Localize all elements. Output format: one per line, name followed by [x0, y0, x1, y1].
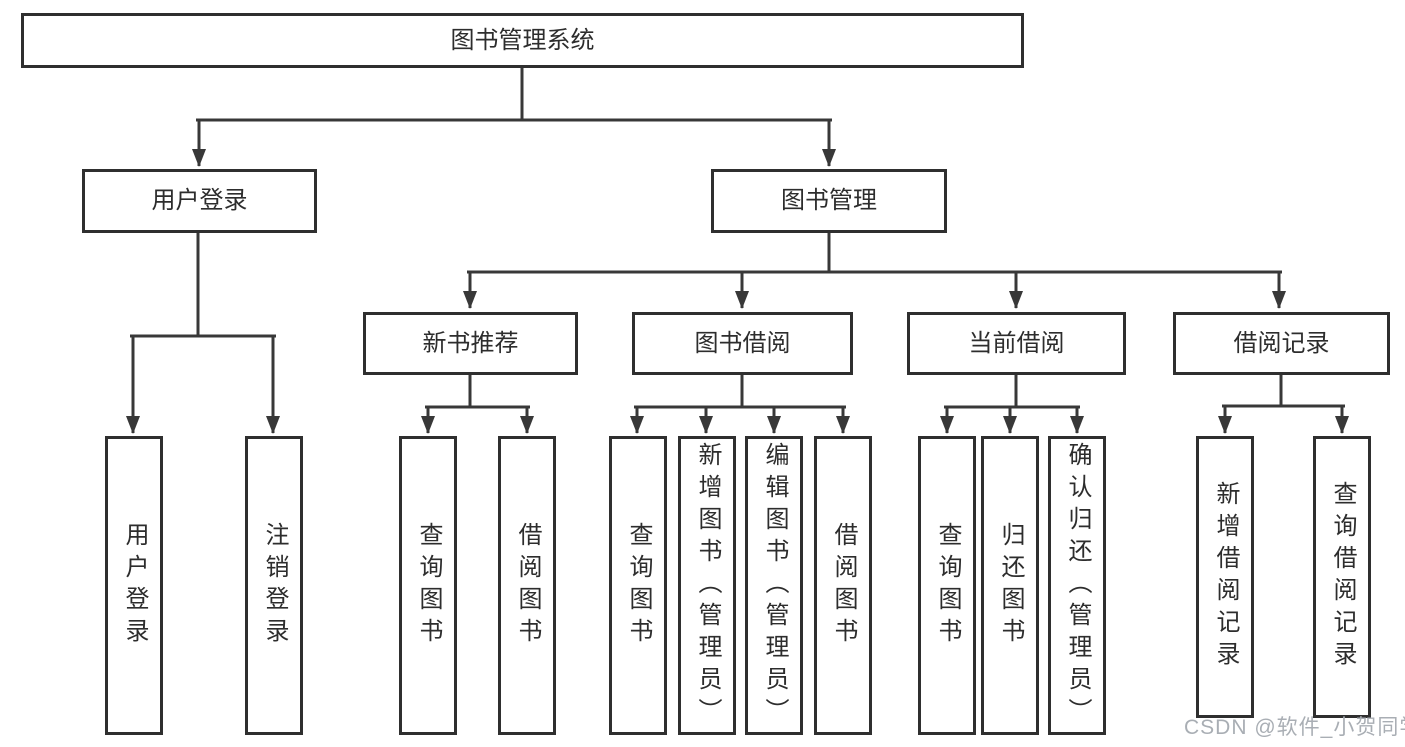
leaf-rec-borrow-book: 借阅图书	[498, 436, 556, 735]
leaf-user-login: 用户登录	[105, 436, 163, 735]
node-current-borrow-label: 当前借阅	[968, 329, 1065, 357]
leaf-bor-borrow-book-label: 借阅图书	[830, 521, 857, 650]
connector-borrow-records-children	[1218, 375, 1349, 434]
connector-root-to-level2	[192, 66, 836, 167]
node-borrow-records-label: 借阅记录	[1233, 329, 1330, 357]
leaf-bor-add-book: 新增图书（管理员）	[678, 436, 736, 735]
connector-book-mgmt-to-level3	[463, 233, 1286, 309]
leaf-bor-edit-book-label: 编辑图书（管理员）	[761, 441, 788, 730]
leaf-rec-query-book: 查询图书	[399, 436, 457, 735]
leaf-cur-query-book: 查询图书	[918, 436, 976, 735]
csdn-watermark: CSDN @软件_小贺同学	[1184, 716, 1405, 739]
leaf-cur-return-book-label: 归还图书	[997, 521, 1024, 650]
leaf-add-borrow-record-label: 新增借阅记录	[1212, 481, 1239, 673]
node-new-book-rec-label: 新书推荐	[422, 329, 519, 357]
node-book-borrow-label: 图书借阅	[694, 329, 791, 357]
leaf-cur-return-book: 归还图书	[981, 436, 1039, 735]
leaf-rec-query-book-label: 查询图书	[415, 521, 442, 650]
leaf-rec-borrow-book-label: 借阅图书	[514, 521, 541, 650]
connector-user-login-children	[126, 233, 280, 434]
node-book-mgmt-label: 图书管理	[781, 187, 877, 214]
leaf-bor-query-book: 查询图书	[609, 436, 667, 735]
node-user-login-label: 用户登录	[151, 187, 248, 214]
node-new-book-rec: 新书推荐	[363, 312, 578, 375]
connector-new-book-rec-children	[421, 375, 534, 434]
leaf-logout-label: 注销登录	[261, 521, 288, 650]
node-book-borrow: 图书借阅	[632, 312, 853, 375]
leaf-cur-query-book-label: 查询图书	[934, 521, 961, 650]
node-root-label: 图书管理系统	[450, 26, 595, 54]
node-current-borrow: 当前借阅	[907, 312, 1126, 375]
leaf-add-borrow-record: 新增借阅记录	[1196, 436, 1254, 718]
leaf-cur-confirm-return-label: 确认归还（管理员）	[1064, 441, 1091, 730]
leaf-query-borrow-record: 查询借阅记录	[1313, 436, 1371, 718]
leaf-bor-add-book-label: 新增图书（管理员）	[694, 441, 721, 730]
connector-book-borrow-children	[630, 375, 850, 434]
node-book-mgmt: 图书管理	[711, 169, 947, 233]
leaf-cur-confirm-return: 确认归还（管理员）	[1048, 436, 1106, 735]
leaf-user-login-label: 用户登录	[121, 521, 148, 650]
leaf-bor-borrow-book: 借阅图书	[814, 436, 872, 735]
node-user-login: 用户登录	[82, 169, 317, 233]
node-borrow-records: 借阅记录	[1173, 312, 1390, 375]
connector-current-borrow-children	[940, 375, 1084, 434]
leaf-logout: 注销登录	[245, 436, 303, 735]
leaf-bor-query-book-label: 查询图书	[625, 521, 652, 650]
leaf-query-borrow-record-label: 查询借阅记录	[1329, 481, 1356, 673]
node-root: 图书管理系统	[21, 13, 1024, 68]
leaf-bor-edit-book: 编辑图书（管理员）	[745, 436, 803, 735]
